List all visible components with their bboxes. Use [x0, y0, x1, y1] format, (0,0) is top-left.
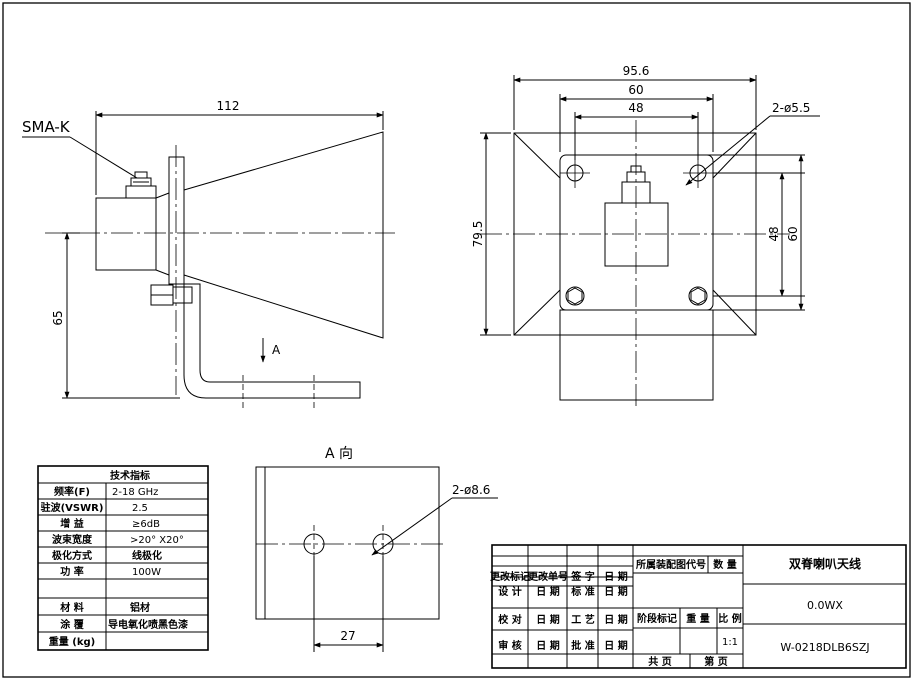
approve-label: 批 准: [571, 639, 594, 652]
spec-value: ≥6dB: [132, 519, 160, 530]
front-view: [480, 75, 820, 410]
mounting-flange: [168, 156, 185, 285]
hole-leader: [685, 115, 771, 186]
spec-table-title: 技术指标: [110, 469, 150, 482]
spec-value: 铝材: [130, 601, 150, 614]
spec-label: 极化方式: [52, 549, 92, 562]
side-view: [22, 111, 395, 408]
spec-table: [37, 465, 209, 651]
dimension-48-vertical: 48: [767, 226, 781, 241]
dimension-95-6: 95.6: [623, 64, 650, 78]
spec-label: 波束宽度: [52, 533, 93, 546]
hole-callout: 2-ø5.5: [772, 101, 810, 115]
standard-date: 日 期: [604, 585, 627, 598]
horn-body: [183, 131, 384, 339]
waveguide-box: [604, 202, 669, 267]
dimension-48: 48: [628, 101, 643, 115]
design-label: 设 计: [498, 585, 521, 598]
part-name: 双脊喇叭天线: [789, 556, 861, 571]
waveguide-base: [95, 197, 157, 271]
dimension-60: 60: [628, 83, 643, 97]
view-a-title: A 向: [325, 446, 353, 462]
connector-label: SMA-K: [22, 118, 71, 136]
rev-header: 签 字: [570, 570, 594, 583]
spec-label: 驻波(VSWR): [41, 501, 104, 514]
hex-bolt-head: [565, 286, 585, 306]
design-date: 日 期: [536, 585, 559, 598]
process-date: 日 期: [604, 613, 627, 626]
mounting-bolt: [150, 284, 193, 306]
spec-label: 重量 (kg): [49, 635, 95, 648]
spec-value: 2.5: [132, 503, 148, 514]
spec-table-rows: 频率(F) 2-18 GHz 驻波(VSWR) 2.5 增 益 ≥6dB 波束宽…: [41, 485, 188, 648]
sheets-total: 共 页: [648, 655, 671, 668]
dimension-65: 65: [51, 310, 65, 325]
view-a-hole-callout: 2-ø8.6: [452, 483, 490, 497]
review-date: 日 期: [536, 639, 559, 652]
dimension-27: 27: [340, 629, 355, 643]
weight-label: 重 量: [686, 612, 709, 625]
spec-label: 涂 覆: [60, 618, 84, 631]
flange-plate: [559, 154, 714, 311]
review-label: 审 核: [498, 639, 521, 652]
hex-bolt-head: [688, 286, 708, 306]
drawing-number: W-0218DLB6SZJ: [780, 641, 869, 654]
stage-label: 阶段标记: [637, 612, 677, 625]
sma-connector: [125, 171, 157, 199]
check-label: 校 对: [498, 613, 521, 626]
material: 0.0WX: [807, 599, 843, 612]
dimension-112: 112: [217, 99, 240, 113]
approve-date: 日 期: [604, 639, 627, 652]
rev-header: 日 期: [604, 570, 627, 583]
scale-label: 比 例: [718, 612, 741, 625]
view-a-marker: A: [272, 343, 281, 357]
spec-label: 增 益: [60, 517, 83, 530]
spec-label: 材 料: [60, 601, 83, 614]
quantity-label: 数 量: [713, 558, 736, 571]
dimension-79-5: 79.5: [471, 221, 485, 248]
spec-value: >20° X20°: [130, 535, 184, 546]
rev-header: 更改标记: [490, 570, 530, 583]
spec-value: 导电氧化喷黑色漆: [108, 618, 188, 631]
view-a: [255, 466, 498, 652]
title-block: [491, 544, 907, 669]
spec-label: 功 率: [60, 565, 83, 578]
assembly-label: 所属装配图代号: [636, 558, 706, 571]
process-label: 工 艺: [571, 613, 594, 626]
dimension-60-vertical: 60: [786, 226, 800, 241]
spec-value: 2-18 GHz: [112, 487, 158, 498]
spec-value: 线极化: [132, 549, 162, 562]
view-a-hole-leader: [371, 497, 453, 556]
standard-label: 标 准: [570, 585, 594, 598]
rev-header: 更改单号: [528, 570, 568, 583]
sheet-number: 第 页: [704, 655, 727, 668]
spec-value: 100W: [132, 567, 161, 578]
check-date: 日 期: [536, 613, 559, 626]
l-bracket: [183, 283, 361, 399]
front-bracket: [559, 309, 714, 401]
bracket-plate: [255, 466, 440, 620]
spec-label: 频率(F): [54, 485, 90, 498]
scale-value: 1:1: [722, 637, 738, 648]
title-block-text: 更改标记 更改单号 签 字 日 期 设 计 日 期 标 准 日 期 校 对 日 …: [490, 556, 870, 668]
